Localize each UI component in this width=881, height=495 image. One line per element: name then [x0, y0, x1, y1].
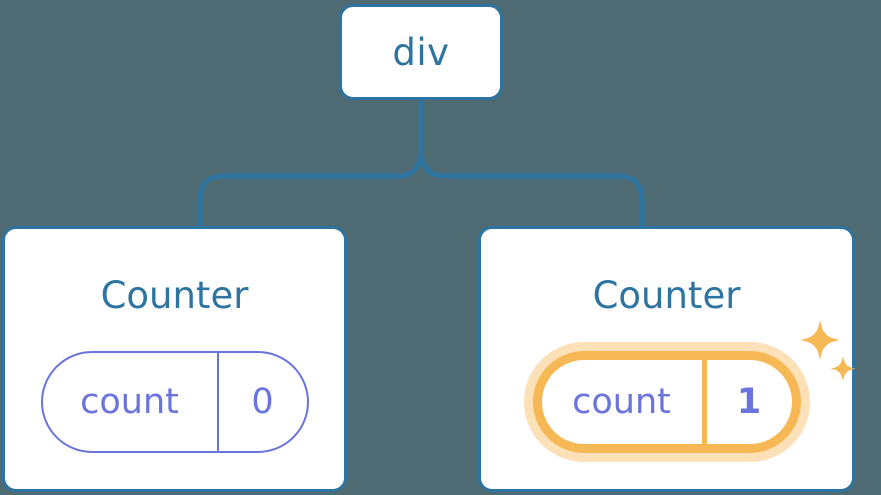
- state-pill-count-1-highlighted[interactable]: count 1: [532, 351, 801, 453]
- counter-right-title: Counter: [592, 274, 741, 317]
- counter-left-state-wrap: count 0: [5, 351, 344, 453]
- counter-left-title: Counter: [100, 274, 249, 317]
- state-pill-key: count: [43, 353, 219, 451]
- state-pill-count-0[interactable]: count 0: [40, 351, 309, 453]
- state-pill-value: 0: [251, 381, 274, 422]
- node-div[interactable]: div: [339, 4, 503, 100]
- node-div-label: div: [392, 30, 450, 74]
- counter-right-state-wrap: count 1: [481, 351, 852, 453]
- node-counter-right[interactable]: Counter count 1: [478, 226, 855, 492]
- state-pill-value: 1: [736, 381, 762, 422]
- node-counter-left[interactable]: Counter count 0: [2, 226, 347, 492]
- state-pill-key: count: [542, 360, 707, 444]
